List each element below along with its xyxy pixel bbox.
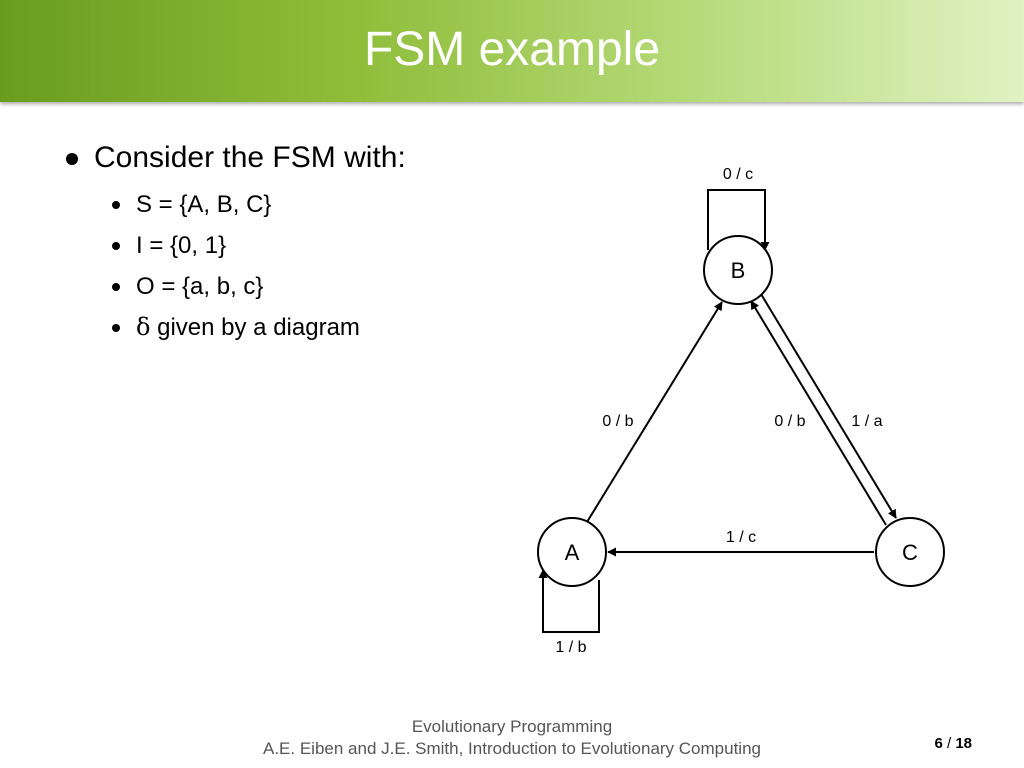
page-separator: / — [942, 735, 956, 752]
sub-bullet-outputs: O = {a, b, c} — [112, 266, 532, 307]
sub-bullet-delta: δ given by a diagram — [112, 307, 532, 348]
transition-c-to-b — [750, 300, 887, 526]
state-a-label: A — [565, 540, 580, 565]
transition-label-b-to-b: 0 / c — [723, 166, 753, 183]
transition-label-a-to-a: 1 / b — [555, 639, 586, 655]
page-number: 6 / 18 — [934, 735, 972, 752]
page-current: 6 — [934, 735, 943, 752]
bullet-dot-icon — [112, 242, 120, 250]
transition-label-a-to-b: 0 / b — [602, 413, 633, 430]
main-bullet-text: Consider the FSM with: — [94, 141, 406, 174]
transition-label-c-to-a: 1 / c — [726, 529, 756, 546]
slide-title: FSM example — [363, 23, 661, 76]
state-b: B — [703, 235, 773, 305]
bullet-dot-icon — [112, 201, 120, 209]
slide-content: Consider the FSM with: S = {A, B, C} I =… — [62, 138, 532, 348]
title-bar — [0, 0, 1024, 102]
sub-bullet-text: S = {A, B, C} — [136, 191, 272, 218]
footer: Evolutionary Programming A.E. Eiben and … — [0, 716, 1024, 760]
state-c-label: C — [902, 540, 918, 565]
state-c: C — [875, 517, 945, 587]
sub-bullet-list: S = {A, B, C} I = {0, 1} O = {a, b, c} δ… — [62, 184, 532, 348]
transition-a-to-b — [586, 301, 723, 523]
sub-bullet-text: given by a diagram — [150, 314, 360, 341]
fsm-diagram-svg: 0 / c 0 / b 0 / b 1 / a 1 / c 1 / b B — [537, 166, 945, 656]
main-bullet: Consider the FSM with: — [62, 138, 532, 178]
fsm-diagram: 0 / c 0 / b 0 / b 1 / a 1 / c 1 / b B — [535, 160, 947, 656]
transition-a-to-a — [538, 569, 600, 633]
page-total: 18 — [955, 735, 972, 752]
sub-bullet-states: S = {A, B, C} — [112, 184, 532, 225]
delta-symbol: δ — [136, 313, 151, 341]
sub-bullet-inputs: I = {0, 1} — [112, 225, 532, 266]
state-a-circle — [537, 517, 607, 587]
bullet-dot-icon — [66, 153, 78, 165]
state-b-label: B — [731, 258, 746, 283]
sub-bullet-text: I = {0, 1} — [136, 232, 227, 259]
transition-label-c-to-b: 0 / b — [774, 413, 805, 430]
transition-b-to-b — [707, 189, 770, 251]
transition-label-b-to-c: 1 / a — [851, 413, 882, 430]
state-a: A — [537, 517, 607, 587]
bullet-dot-icon — [112, 283, 120, 291]
footer-topic: Evolutionary Programming — [411, 717, 613, 736]
state-c-circle — [875, 517, 945, 587]
transition-b-to-c — [760, 293, 897, 519]
footer-book: A.E. Eiben and J.E. Smith, Introduction … — [263, 739, 761, 758]
state-b-circle — [703, 235, 773, 305]
sub-bullet-text: O = {a, b, c} — [136, 273, 264, 300]
bullet-dot-icon — [112, 324, 120, 332]
